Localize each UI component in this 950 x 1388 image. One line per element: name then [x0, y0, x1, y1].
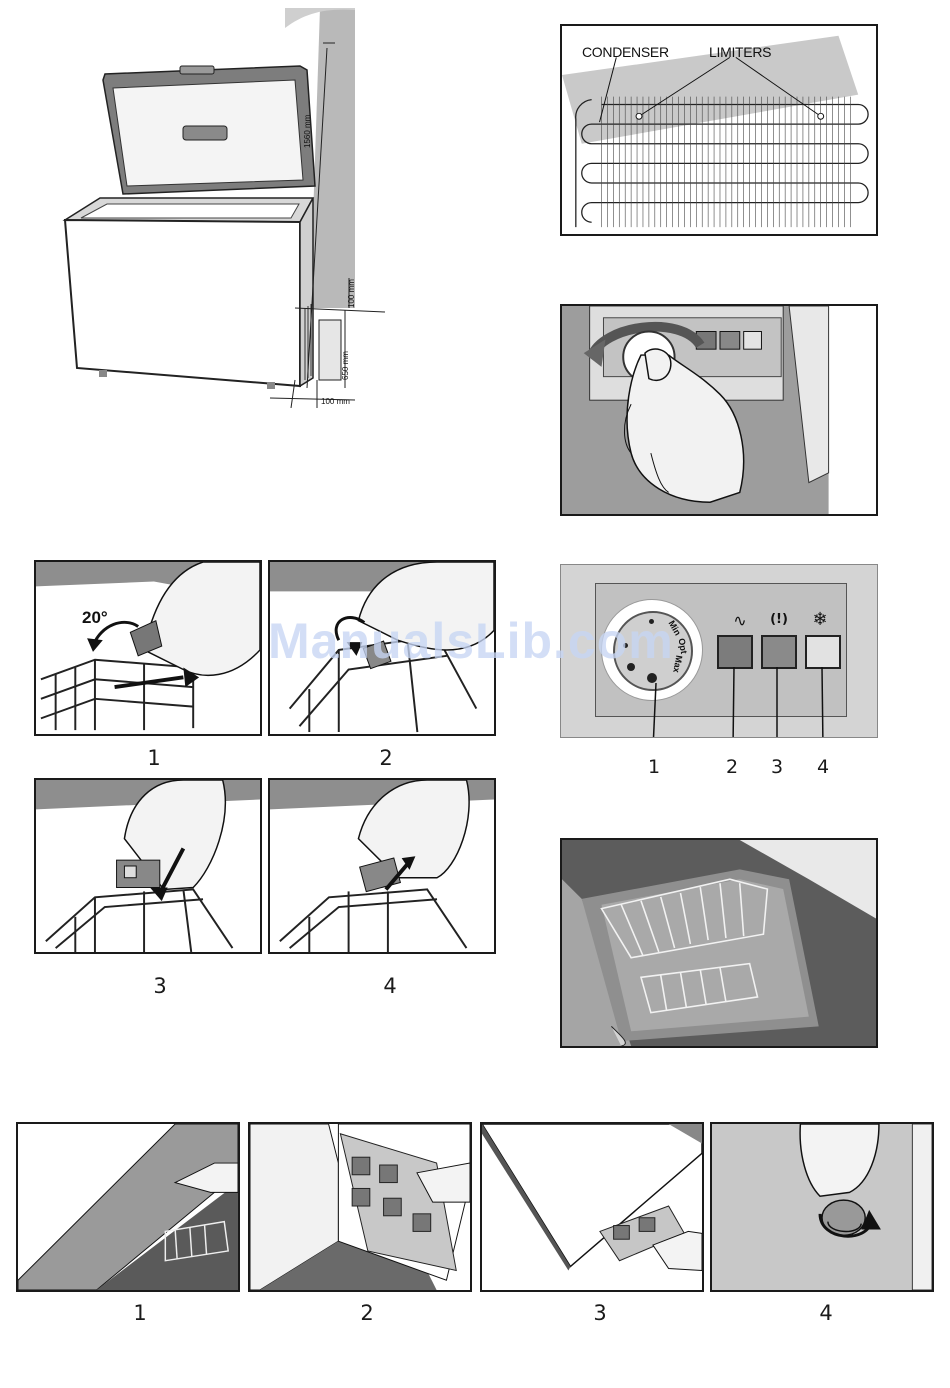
lid-step-2-panel — [248, 1122, 472, 1292]
dimension-top-gap: 100 mm — [347, 279, 356, 308]
lid-step-2-drawing — [250, 1124, 470, 1290]
basket-step-4-panel — [268, 778, 496, 954]
freezer-baskets-drawing — [562, 840, 876, 1046]
lid-step-1-number: 1 — [120, 1301, 160, 1325]
basket-step-3-panel — [34, 778, 262, 954]
basket-step-3-drawing — [36, 780, 260, 952]
watermark-text: ManualsLib.com — [268, 612, 674, 670]
limiters-label: LIMITERS — [709, 44, 771, 60]
callout-4: 4 — [803, 756, 843, 778]
lid-step-3-panel — [480, 1122, 704, 1292]
freezer-drawing — [55, 8, 395, 408]
condenser-panel: CONDENSER LIMITERS — [560, 24, 878, 236]
freezer-installation-figure: 1560 mm 100 mm 650 mm 100 mm — [55, 8, 395, 408]
thermostat-hand-drawing — [562, 306, 876, 514]
angle-label: 20° — [82, 608, 108, 628]
lid-step-4-panel — [710, 1122, 934, 1292]
basket-step-1-panel: 20° — [34, 560, 262, 736]
lid-step-1-panel — [16, 1122, 240, 1292]
dimension-bottom-gap: 100 mm — [321, 397, 350, 406]
condenser-label: CONDENSER — [582, 44, 669, 60]
callout-1: 1 — [634, 756, 674, 778]
lid-step-2-number: 2 — [347, 1301, 387, 1325]
dimension-side-gap: 650 mm — [341, 351, 350, 380]
callout-3: 3 — [757, 756, 797, 778]
basket-step-1-number: 1 — [134, 746, 174, 770]
thermostat-hand-panel — [560, 304, 878, 516]
basket-step-1-drawing — [36, 562, 260, 734]
lid-step-4-number: 4 — [806, 1301, 846, 1325]
freezer-baskets-panel — [560, 838, 878, 1048]
basket-step-2-number: 2 — [366, 746, 406, 770]
lid-step-4-drawing — [712, 1124, 932, 1290]
callout-2: 2 — [712, 756, 752, 778]
basket-step-4-number: 4 — [370, 974, 410, 998]
dimension-height: 1560 mm — [303, 115, 312, 148]
lid-step-3-number: 3 — [580, 1301, 620, 1325]
basket-step-4-drawing — [270, 780, 494, 952]
basket-step-3-number: 3 — [140, 974, 180, 998]
lid-step-3-drawing — [482, 1124, 702, 1290]
lid-step-1-drawing — [18, 1124, 238, 1290]
